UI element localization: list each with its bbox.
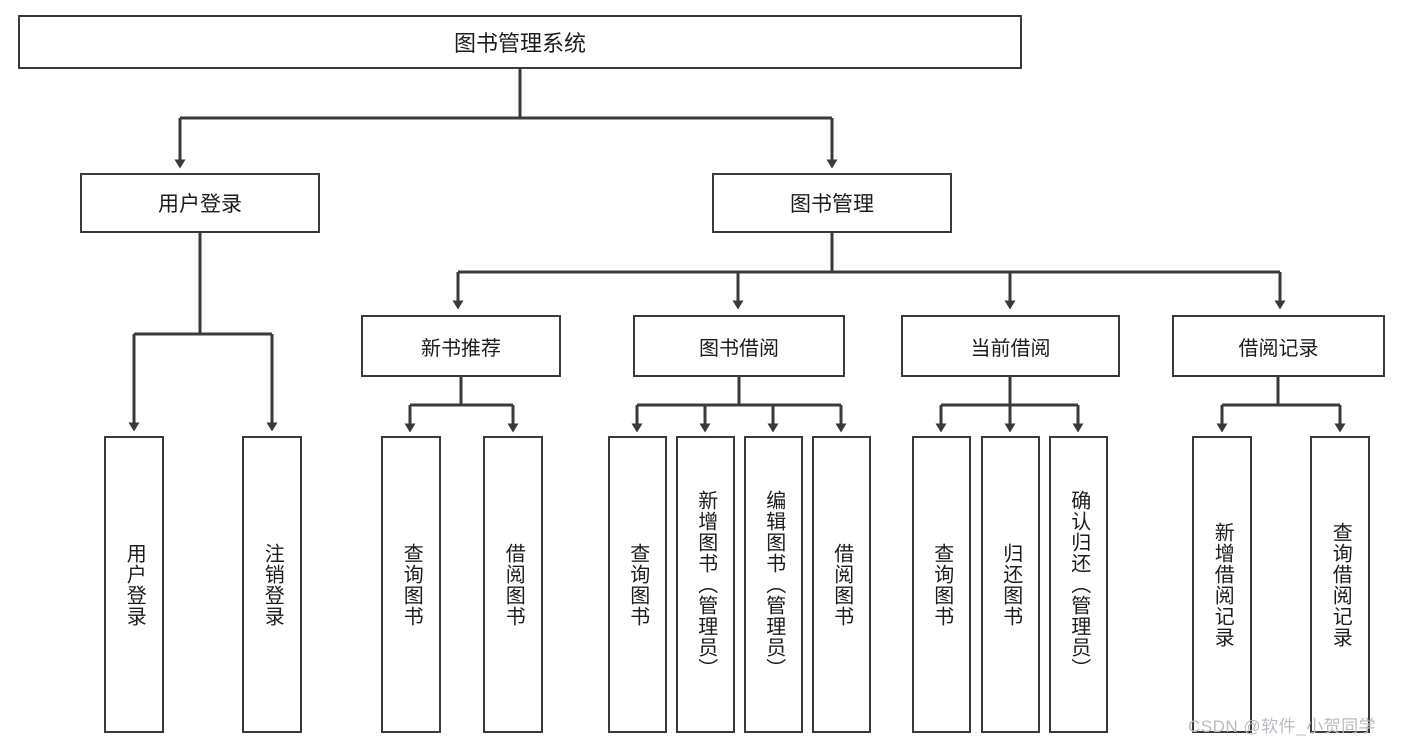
node-label: 借阅图书 (502, 542, 525, 627)
node-label: 确认归还（管理员） (1067, 490, 1090, 679)
leaf-book-borrow-query[interactable]: 查询图书 (608, 436, 667, 733)
leaf-book-borrow-add[interactable]: 新增图书（管理员） (676, 436, 735, 733)
leaf-user-login-logout[interactable]: 注销登录 (242, 436, 302, 733)
node-label: 编辑图书（管理员） (762, 490, 785, 679)
node-book-management[interactable]: 图书管理 (712, 173, 952, 233)
node-label: 用户登录 (123, 542, 146, 627)
leaf-new-book-query[interactable]: 查询图书 (381, 436, 441, 733)
node-user-login[interactable]: 用户登录 (80, 173, 320, 233)
node-new-book-recommend[interactable]: 新书推荐 (361, 315, 561, 377)
leaf-current-borrow-confirm-return[interactable]: 确认归还（管理员） (1049, 436, 1108, 733)
leaf-current-borrow-query[interactable]: 查询图书 (912, 436, 971, 733)
leaf-user-login-login[interactable]: 用户登录 (104, 436, 164, 733)
node-root-system[interactable]: 图书管理系统 (18, 15, 1022, 69)
node-label: 图书借阅 (699, 337, 779, 360)
node-label: 新书推荐 (421, 337, 501, 360)
node-book-borrow[interactable]: 图书借阅 (633, 315, 845, 377)
node-label: 归还图书 (999, 542, 1022, 627)
leaf-new-book-borrow[interactable]: 借阅图书 (483, 436, 543, 733)
node-current-borrow[interactable]: 当前借阅 (901, 315, 1120, 377)
node-label: 注销登录 (261, 542, 284, 627)
node-label: 当前借阅 (970, 337, 1051, 360)
leaf-book-borrow-edit[interactable]: 编辑图书（管理员） (744, 436, 803, 733)
node-label: 查询图书 (400, 542, 423, 627)
leaf-current-borrow-return[interactable]: 归还图书 (981, 436, 1040, 733)
node-label: 图书管理 (790, 193, 874, 216)
node-label: 借阅图书 (830, 542, 853, 627)
node-label: 查询借阅记录 (1329, 521, 1352, 648)
node-label: 用户登录 (158, 193, 242, 216)
leaf-borrow-record-query[interactable]: 查询借阅记录 (1310, 436, 1370, 733)
node-label: 新增图书（管理员） (694, 490, 717, 679)
node-label: 新增借阅记录 (1211, 521, 1234, 648)
node-label: 查询图书 (930, 542, 953, 627)
leaf-book-borrow-borrow[interactable]: 借阅图书 (812, 436, 871, 733)
node-borrow-record[interactable]: 借阅记录 (1172, 315, 1385, 377)
node-label: 查询图书 (626, 542, 649, 627)
csdn-watermark: CSDN @软件_小贺同学 (1188, 717, 1377, 736)
node-label: 图书管理系统 (453, 31, 586, 56)
leaf-borrow-record-add[interactable]: 新增借阅记录 (1192, 436, 1252, 733)
node-label: 借阅记录 (1238, 337, 1319, 360)
